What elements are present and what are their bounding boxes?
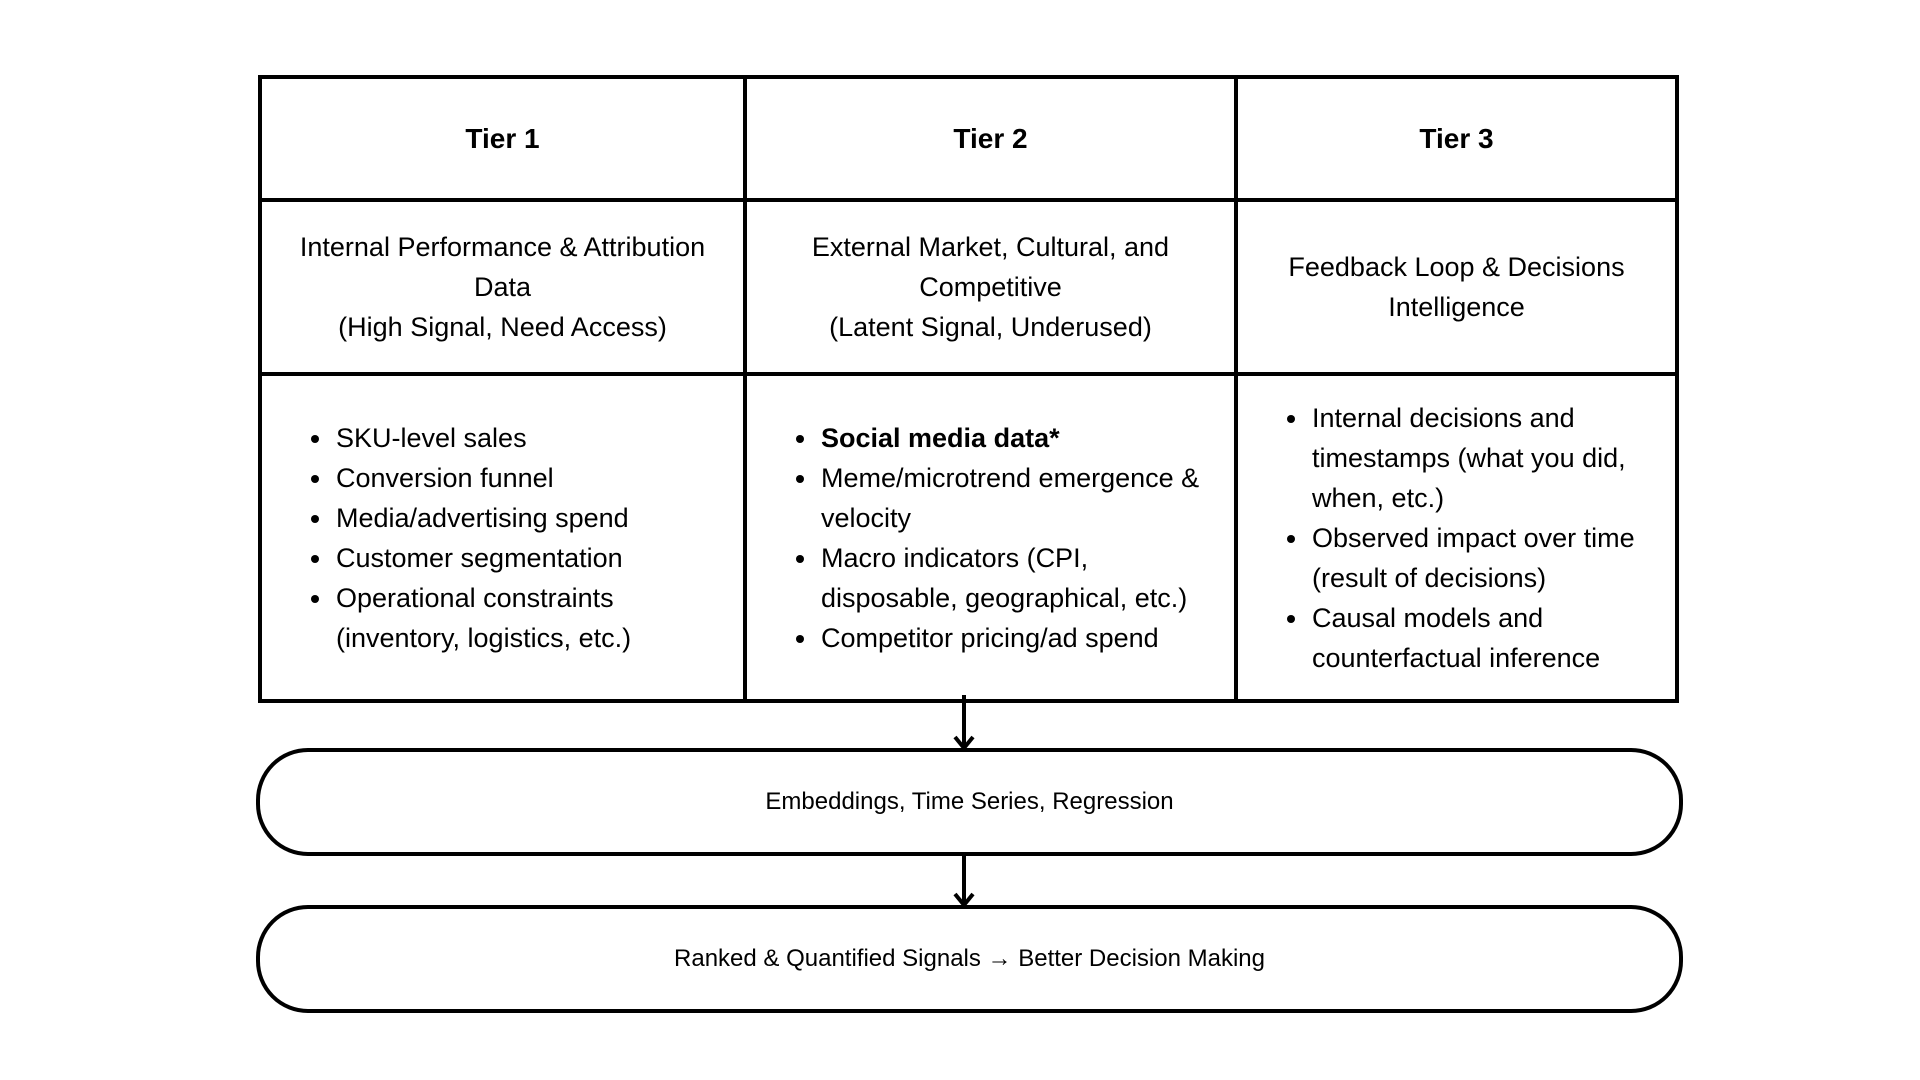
tier-2-description: External Market, Cultural, and Competiti… [747, 227, 1234, 347]
outcome-pill: Ranked & Quantified Signals → Better Dec… [256, 905, 1683, 1013]
process-label: Embeddings, Time Series, Regression [765, 788, 1174, 815]
tier-3-description-line: Intelligence [1388, 292, 1525, 322]
tier-2-items-cell: Social media data* Meme/microtrend emerg… [743, 372, 1238, 703]
list-item: Causal models and counterfactual inferen… [1310, 598, 1657, 678]
tier-2-heading-cell: Tier 2 [743, 75, 1238, 202]
tier-table: Tier 1 Tier 2 Tier 3 Internal Performanc… [258, 75, 1679, 703]
list-item-highlighted: Social media data* [819, 418, 1216, 458]
list-item: Conversion funnel [334, 458, 725, 498]
tier-1-heading: Tier 1 [465, 122, 540, 154]
list-item: Competitor pricing/ad spend [819, 618, 1216, 658]
tier-2-description-line: (Latent Signal, Underused) [829, 312, 1152, 342]
list-item: Macro indicators (CPI, disposable, geogr… [819, 538, 1216, 618]
tier-3-description-line: Feedback Loop & Decisions [1288, 252, 1625, 282]
tier-3-description: Feedback Loop & Decisions Intelligence [1238, 247, 1675, 327]
tier-1-description-cell: Internal Performance & Attribution Data … [258, 198, 747, 376]
tier-1-description-line: Data [473, 272, 532, 302]
tier-1-description: Internal Performance & Attribution Data … [262, 227, 743, 347]
process-pill: Embeddings, Time Series, Regression [256, 748, 1683, 856]
tier-2-description-cell: External Market, Cultural, and Competiti… [743, 198, 1238, 376]
arrow-down-icon [952, 695, 976, 751]
tier-2-item-list: Social media data* Meme/microtrend emerg… [747, 418, 1234, 658]
tier-2-heading: Tier 2 [953, 122, 1028, 154]
outcome-label: Ranked & Quantified Signals → Better Dec… [674, 945, 1265, 972]
tier-2-description-line: Competitive [919, 272, 1062, 302]
tier-heading-row: Tier 1 Tier 2 Tier 3 [258, 75, 1679, 202]
tier-3-items-cell: Internal decisions and timestamps (what … [1234, 372, 1679, 703]
list-item: Customer segmentation [334, 538, 725, 578]
list-item: Operational constraints (inventory, logi… [334, 578, 725, 658]
tier-1-item-list: SKU-level sales Conversion funnel Media/… [262, 418, 743, 658]
list-item: Internal decisions and timestamps (what … [1310, 398, 1657, 518]
tier-items-row: SKU-level sales Conversion funnel Media/… [258, 372, 1679, 703]
tier-3-item-list: Internal decisions and timestamps (what … [1238, 398, 1675, 678]
list-item: Meme/microtrend emergence & velocity [819, 458, 1216, 538]
tier-3-heading-cell: Tier 3 [1234, 75, 1679, 202]
list-item: SKU-level sales [334, 418, 725, 458]
tier-1-description-line: (High Signal, Need Access) [338, 312, 667, 342]
tier-3-heading: Tier 3 [1419, 122, 1494, 154]
tier-3-description-cell: Feedback Loop & Decisions Intelligence [1234, 198, 1679, 376]
tier-description-row: Internal Performance & Attribution Data … [258, 198, 1679, 376]
tier-1-heading-cell: Tier 1 [258, 75, 747, 202]
list-item: Observed impact over time (result of dec… [1310, 518, 1657, 598]
arrow-down-icon [952, 852, 976, 908]
tier-1-items-cell: SKU-level sales Conversion funnel Media/… [258, 372, 747, 703]
list-item: Media/advertising spend [334, 498, 725, 538]
tier-2-description-line: External Market, Cultural, and [811, 232, 1170, 262]
tier-1-description-line: Internal Performance & Attribution [299, 232, 706, 262]
